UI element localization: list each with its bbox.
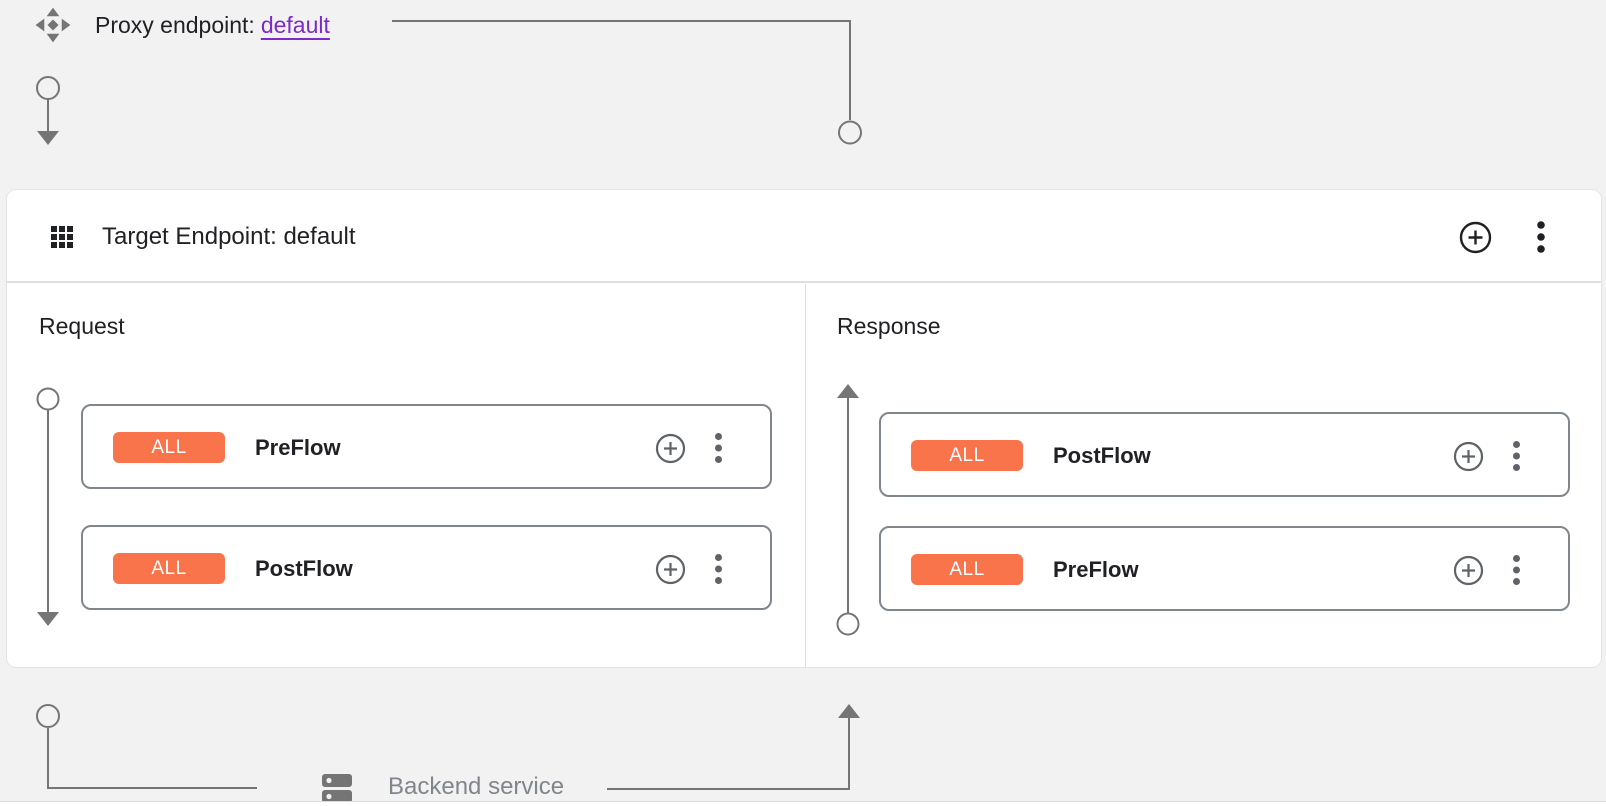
add-policy-button[interactable] [1451,553,1485,587]
add-circle-icon [1459,221,1491,253]
proxy-endpoint-row: Proxy endpoint:default [0,0,900,50]
proxy-endpoint-icon [35,7,71,43]
backend-service-row: Backend service [0,690,1606,806]
proxy-endpoint-label: Proxy endpoint: [95,12,255,38]
add-circle-icon [655,433,685,463]
backend-service-icon [322,774,352,803]
flow-more-menu-button[interactable] [701,552,735,586]
request-postflow-card[interactable]: ALL PostFlow [81,525,772,610]
endpoint-more-menu-button[interactable] [1523,219,1559,255]
backend-service-label: Backend service [388,773,565,800]
add-policy-button[interactable] [653,431,687,465]
flow-more-menu-button[interactable] [1499,439,1533,473]
add-flow-button[interactable] [1457,219,1493,255]
more-vert-icon [714,433,722,463]
add-policy-button[interactable] [653,552,687,586]
grid-icon [51,226,73,248]
condition-badge: ALL [911,554,1023,585]
response-preflow-card[interactable]: ALL PreFlow [879,526,1570,611]
request-response-divider [805,284,806,668]
request-preflow-card[interactable]: ALL PreFlow [81,404,772,489]
flow-name: PostFlow [1053,443,1151,468]
more-vert-icon [1512,555,1520,585]
add-circle-icon [1453,555,1483,585]
flow-name: PreFlow [1053,557,1139,582]
condition-badge: ALL [113,553,225,584]
response-column-label: Response [837,313,941,339]
inbound-request-connector [36,76,60,145]
condition-badge: ALL [911,440,1023,471]
proxy-endpoint-label-group: Proxy endpoint:default [95,11,330,39]
more-vert-icon [714,554,722,584]
more-vert-icon [1512,441,1520,471]
condition-badge: ALL [113,432,225,463]
more-vert-icon [1537,221,1545,253]
flow-name: PreFlow [255,435,341,460]
flow-more-menu-button[interactable] [701,431,735,465]
canvas-bottom-edge [0,801,1606,806]
request-column-label: Request [39,313,125,339]
flow-name: PostFlow [255,556,353,581]
add-circle-icon [1453,441,1483,471]
target-endpoint-header: Target Endpoint: default [7,190,1601,283]
add-circle-icon [655,554,685,584]
flow-more-menu-button[interactable] [1499,553,1533,587]
add-policy-button[interactable] [1451,439,1485,473]
target-endpoint-card: Target Endpoint: default Request Respons… [6,189,1602,668]
proxy-endpoint-link[interactable]: default [260,12,330,38]
target-endpoint-title: Target Endpoint: default [102,223,356,250]
response-postflow-card[interactable]: ALL PostFlow [879,412,1570,497]
